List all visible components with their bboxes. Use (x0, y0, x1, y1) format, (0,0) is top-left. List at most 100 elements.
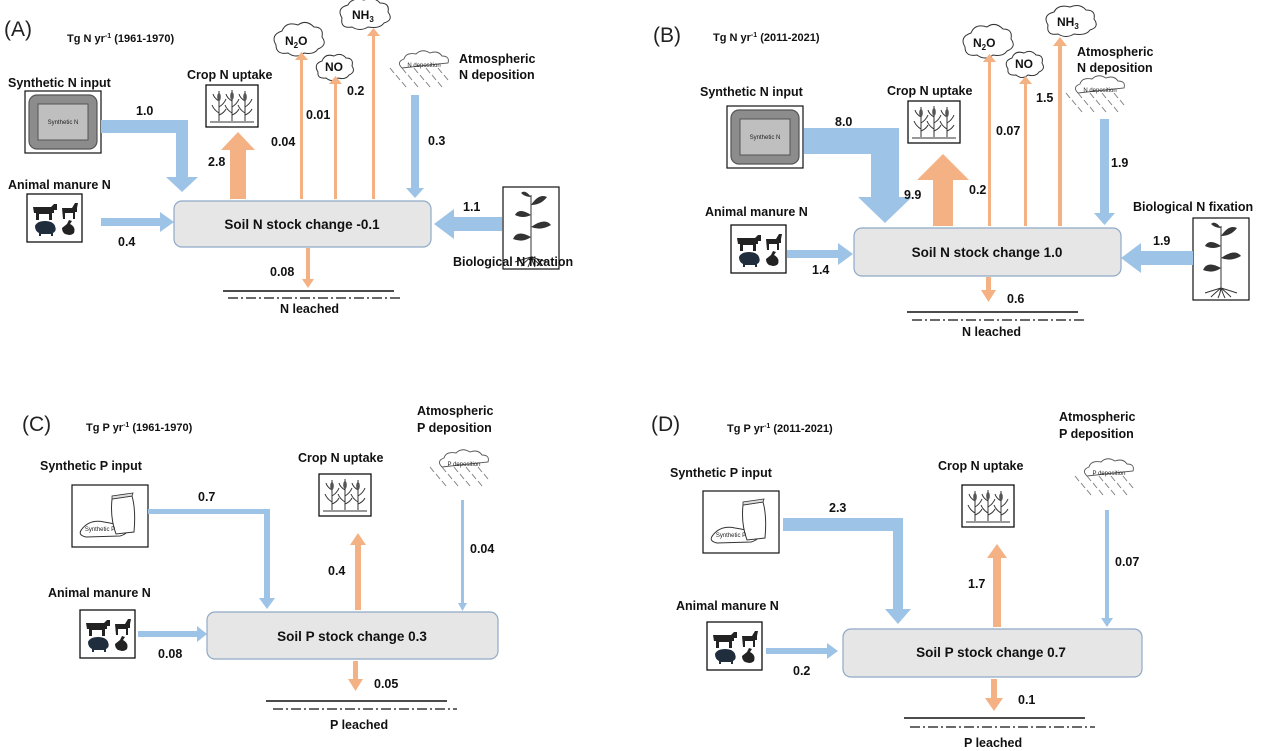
crop-uptake-label: Crop N uptake (938, 459, 1023, 473)
crop-field-icon (907, 100, 961, 144)
leach-label: P leached (330, 718, 388, 732)
crop-uptake-arrow (987, 544, 1007, 627)
livestock-icon (79, 609, 136, 659)
crop-uptake-arrow (350, 533, 366, 610)
synthetic-input-arrow (783, 518, 911, 624)
no-arrow (334, 80, 337, 199)
nh3-value: 1.5 (1036, 91, 1053, 105)
panel-unit-title: Tg P yr-1 (2011-2021) (727, 423, 833, 435)
deposition-value: 1.9 (1111, 156, 1128, 170)
nh3-value: 0.2 (347, 84, 364, 98)
soil-stock-label: Soil P stock change 0.7 (916, 645, 1066, 660)
svg-text:Synthetic P: Synthetic P (85, 527, 115, 533)
fixation-label: Biological N fixation (1133, 200, 1253, 214)
fixation-value: 1.9 (1153, 234, 1170, 248)
soil-stock-label: Soil P stock change 0.3 (277, 629, 427, 644)
leach-arrow (302, 248, 314, 288)
deposition-arrow (406, 95, 424, 198)
svg-text:N deposition: N deposition (1083, 88, 1116, 94)
synthetic-input-value: 0.7 (198, 490, 215, 504)
nh3-cloud-icon (339, 0, 391, 30)
fixation-arrow (434, 209, 502, 239)
synthetic-input-value: 2.3 (829, 501, 846, 515)
n2o-cloud-icon (273, 21, 325, 57)
n2o-arrow (988, 58, 991, 226)
nh3-cloud-icon (1045, 5, 1097, 37)
n2o-label: N2O (973, 36, 995, 52)
fertilizer-bag-icon: Synthetic N (24, 90, 102, 154)
synthetic-input-label: Synthetic N input (8, 76, 112, 90)
panel-unit-title: Tg P yr-1 (1961-1970) (86, 422, 193, 434)
svg-text:P deposition: P deposition (1093, 471, 1126, 477)
fertilizer-bag-icon: Synthetic N (726, 105, 804, 169)
crop-uptake-value: 0.4 (328, 564, 345, 578)
panel-label: (A) (4, 18, 32, 41)
manure-value: 1.4 (812, 263, 829, 277)
nh3-label: NH3 (352, 8, 374, 24)
fertilizer-sack-icon: Synthetic P (702, 490, 780, 554)
fertilizer-sack-icon: Synthetic P (71, 484, 149, 548)
svg-text:P deposition: P deposition (448, 462, 481, 468)
synthetic-input-arrow (148, 509, 275, 609)
deposition-label-1: Atmospheric (459, 52, 535, 66)
crop-uptake-value: 1.7 (968, 577, 985, 591)
deposition-cloud-icon: N deposition (1065, 75, 1125, 113)
fixation-value: 1.1 (463, 200, 480, 214)
n2o-cloud-icon (962, 23, 1014, 59)
deposition-label-1: Atmospheric (417, 404, 493, 418)
manure-value: 0.08 (158, 647, 182, 661)
deposition-label-2: P deposition (417, 421, 492, 435)
no-label: NO (1015, 57, 1033, 71)
crop-field-icon (961, 484, 1015, 528)
deposition-arrow (1094, 119, 1115, 225)
soil-stock-box (206, 611, 499, 660)
deposition-arrow (458, 500, 467, 611)
leach-value: 0.08 (270, 265, 294, 279)
deposition-value: 0.3 (428, 134, 445, 148)
crop-uptake-label: Crop N uptake (298, 451, 383, 465)
synthetic-input-value: 1.0 (136, 104, 153, 118)
deposition-label-1: Atmospheric (1059, 410, 1135, 424)
deposition-label-1: Atmospheric (1077, 45, 1153, 59)
manure-value: 0.2 (793, 664, 810, 678)
deposition-label-2: N deposition (1077, 61, 1153, 75)
no-cloud-icon (315, 53, 354, 81)
synthetic-input-arrow (804, 128, 912, 223)
soil-stock-box (173, 200, 432, 248)
svg-text:Synthetic N: Synthetic N (48, 120, 79, 126)
synthetic-input-label: Synthetic N input (700, 85, 804, 99)
n2o-value: 0.04 (271, 135, 295, 149)
panel-a: (A) Tg N yr-1 (1961-1970) Synthetic N in… (4, 0, 573, 316)
panel-label: (B) (653, 24, 681, 47)
crop-uptake-value: 9.9 (904, 188, 921, 202)
deposition-label-2: P deposition (1059, 427, 1134, 441)
synthetic-input-value: 8.0 (835, 115, 852, 129)
nh3-label: NH3 (1057, 15, 1079, 31)
fixation-label: Biological N fixation (453, 255, 573, 269)
leach-arrow (348, 661, 363, 691)
leach-value: 0.6 (1007, 292, 1024, 306)
panel-unit-title: Tg N yr-1 (2011-2021) (713, 32, 820, 44)
deposition-cloud-icon: P deposition (1074, 458, 1134, 496)
svg-text:Synthetic N: Synthetic N (750, 135, 781, 141)
svg-text:N deposition: N deposition (407, 63, 440, 69)
no-label: NO (325, 60, 343, 74)
panel-b: (B) Tg N yr-1 (2011-2021) Synthetic N in… (653, 5, 1253, 339)
n2o-value: 0.2 (969, 183, 986, 197)
soil-stock-label: Soil N stock change 1.0 (912, 245, 1063, 260)
leach-arrow (981, 277, 996, 302)
livestock-icon (26, 193, 83, 243)
manure-arrow (766, 643, 838, 659)
deposition-value: 0.04 (470, 542, 494, 556)
leach-value: 0.1 (1018, 693, 1035, 707)
panel-label: (D) (651, 413, 680, 436)
leach-arrow (985, 679, 1003, 711)
deposition-cloud-icon: P deposition (429, 449, 489, 487)
deposition-value: 0.07 (1115, 555, 1139, 569)
manure-value: 0.4 (118, 235, 135, 249)
no-cloud-icon (1005, 50, 1044, 78)
fixation-arrow (1121, 243, 1193, 273)
panel-d: (D) Tg P yr-1 (2011-2021) Synthetic P in… (651, 410, 1143, 750)
synthetic-input-label: Synthetic P input (670, 466, 773, 480)
